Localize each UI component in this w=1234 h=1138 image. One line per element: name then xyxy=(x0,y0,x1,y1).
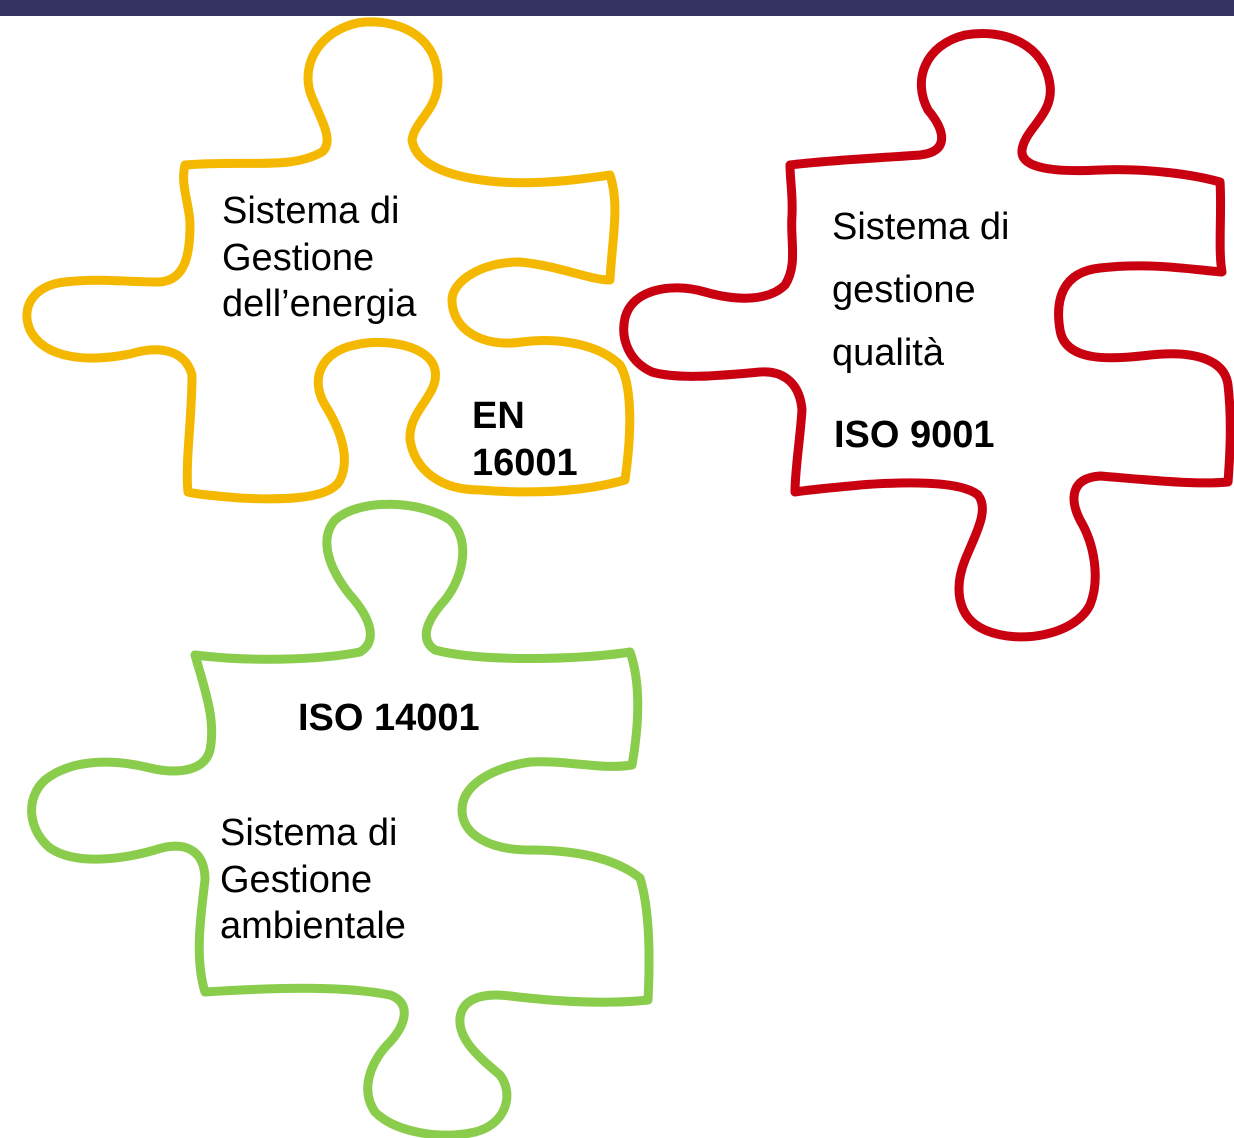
environment-standard: ISO 14001 xyxy=(298,697,480,739)
energy-standard-line-2: 16001 xyxy=(472,441,578,484)
energy-line-3: dell’energia xyxy=(222,283,417,326)
quality-standard: ISO 9001 xyxy=(834,414,995,456)
quality-line-3: qualità xyxy=(832,332,944,374)
environment-description: Sistema di Gestione ambientale xyxy=(220,810,406,950)
quality-line-2: gestione xyxy=(832,269,976,311)
environment-line-2: Gestione xyxy=(220,858,373,901)
quality-puzzle-piece xyxy=(619,28,1234,642)
energy-puzzle-piece xyxy=(22,17,635,504)
quality-description: Sistema di gestione qualità xyxy=(832,196,1009,385)
environment-puzzle-piece xyxy=(27,499,654,1138)
energy-standard-line-1: EN xyxy=(472,395,525,437)
top-bar xyxy=(0,0,1234,16)
environment-line-3: ambientale xyxy=(220,905,406,948)
quality-line-1: Sistema di xyxy=(832,206,1010,248)
energy-description: Sistema di Gestione dell’energia xyxy=(222,188,416,328)
energy-line-2: Gestione xyxy=(222,236,375,279)
energy-standard: EN 16001 xyxy=(472,393,578,486)
energy-line-1: Sistema di xyxy=(222,190,400,232)
environment-line-1: Sistema di xyxy=(220,812,398,854)
